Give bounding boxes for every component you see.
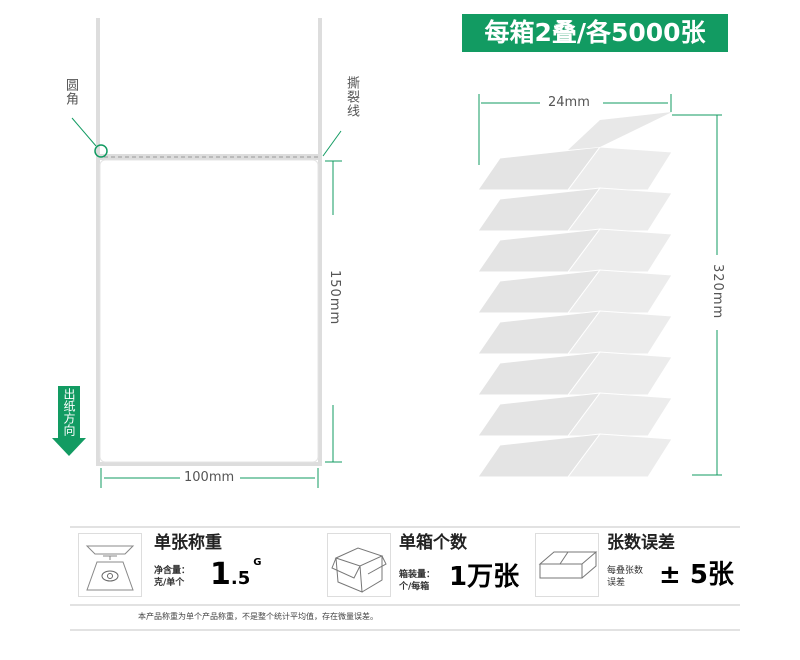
- scale-icon: [78, 533, 142, 597]
- fanfold-top-sheet: [568, 112, 672, 150]
- spec-label: 箱装量：个/每箱: [399, 570, 436, 592]
- width-label: 100mm: [184, 470, 235, 486]
- label-diagram: [52, 18, 722, 488]
- fan-height-label: 320mm: [709, 264, 725, 320]
- spec-value: ± 5张: [659, 560, 734, 590]
- spec-label: 每叠张数误差: [607, 566, 644, 588]
- spec-label: 净含量：克/单个: [154, 566, 191, 588]
- fan-height-dimension: [672, 114, 722, 476]
- corner-marker: [94, 144, 108, 158]
- stack-icon: [535, 533, 599, 597]
- height-label: 150mm: [326, 270, 342, 326]
- width-dimension: [100, 468, 319, 488]
- fan-width-dimension: [478, 94, 672, 165]
- tear-line-label: 撕裂线: [344, 76, 359, 118]
- spec-value: 1.5G: [210, 557, 262, 592]
- corner-pointer: [71, 117, 97, 147]
- divider-middle: [70, 604, 740, 606]
- divider-top: [70, 526, 740, 528]
- fanfold-sheet: [567, 433, 673, 478]
- spec-value: 1万张: [449, 562, 520, 592]
- divider-bottom: [70, 629, 740, 631]
- box-icon: [327, 533, 391, 597]
- footnote: 本产品称重为单个产品称重，不是整个统计平均值，存在微量误差。: [138, 612, 378, 621]
- fan-width-label: 24mm: [548, 95, 590, 111]
- spec-title: 张数误差: [607, 533, 675, 553]
- height-dimension: [325, 160, 342, 463]
- direction-arrow: [52, 386, 86, 456]
- label-roll: [96, 18, 322, 466]
- spec-title: 单箱个数: [399, 533, 467, 553]
- tear-pointer: [322, 130, 342, 157]
- spec-title: 单张称重: [154, 533, 222, 553]
- banner: 每箱2叠/各5000张: [462, 14, 728, 52]
- corner-label: 圆角: [63, 78, 78, 106]
- fanfold-stack: [477, 112, 673, 478]
- direction-label: 出纸方向: [62, 388, 76, 436]
